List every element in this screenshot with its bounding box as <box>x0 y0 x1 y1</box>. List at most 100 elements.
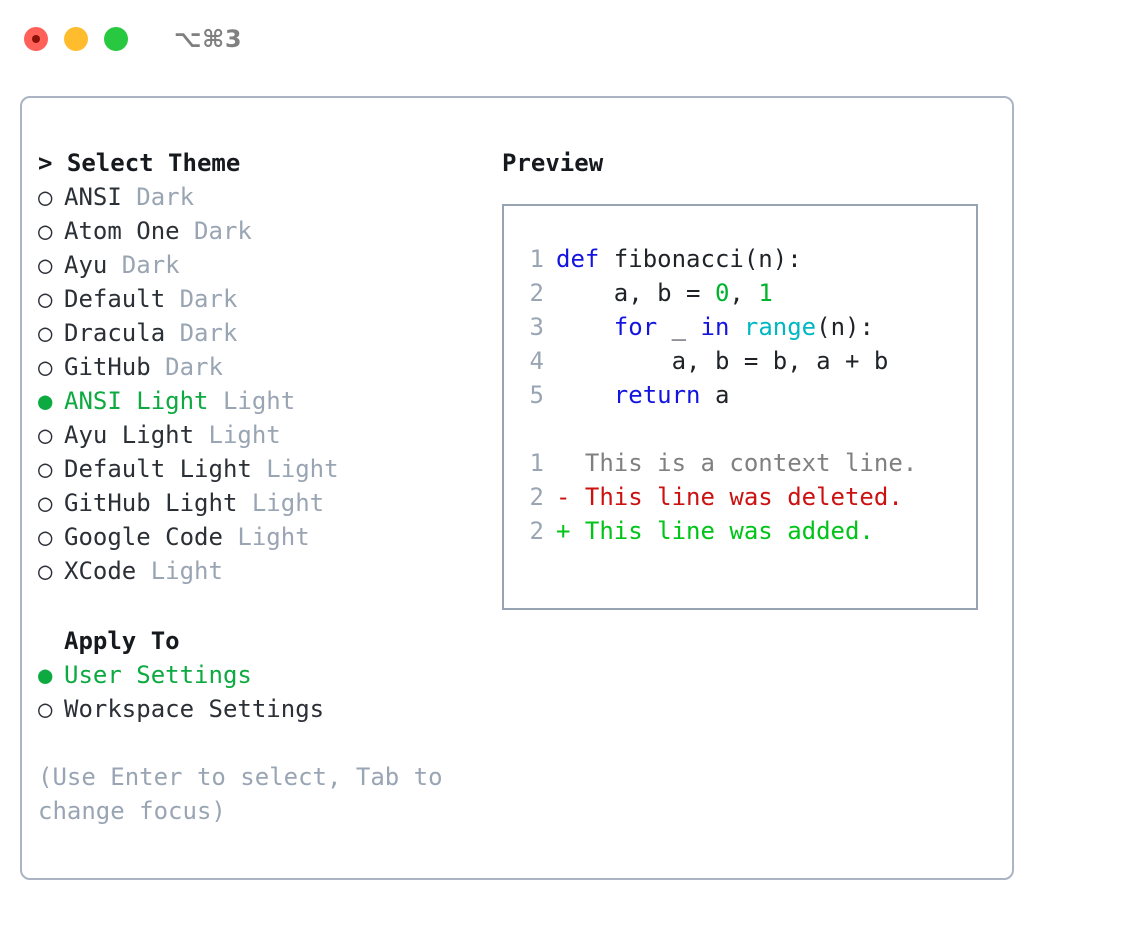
code-token: a <box>700 381 730 409</box>
theme-option-label: Default <box>64 285 166 313</box>
line-number: 2 <box>529 517 544 545</box>
theme-option-label: XCode <box>64 557 137 585</box>
radio-unselected-icon: ○ <box>38 421 53 449</box>
theme-option[interactable]: ○ Atom One Dark <box>38 214 478 248</box>
diff-line: 2 - This line was deleted. <box>504 480 976 514</box>
apply-to-option[interactable]: ●User Settings <box>38 658 478 692</box>
theme-option-label: Dracula <box>64 319 166 347</box>
apply-to-option[interactable]: ○ Workspace Settings <box>38 692 478 726</box>
theme-option[interactable]: ○ Default Dark <box>38 282 478 316</box>
code-token <box>556 313 614 341</box>
diff-line-text: This is a context line. <box>556 449 918 477</box>
diff-line-text: - This line was deleted. <box>556 483 903 511</box>
diff-line: 1 This is a context line. <box>504 446 976 480</box>
line-number: 2 <box>529 483 544 511</box>
radio-unselected-icon: ○ <box>38 695 53 723</box>
theme-option-kind: Dark <box>165 319 238 347</box>
theme-option[interactable]: ○ Dracula Dark <box>38 316 478 350</box>
line-number: 2 <box>529 279 544 307</box>
theme-option-kind: Dark <box>165 285 238 313</box>
radio-unselected-icon: ○ <box>38 183 53 211</box>
theme-option-kind: Dark <box>107 251 180 279</box>
theme-option-kind: Light <box>208 387 296 415</box>
keyboard-hint: (Use Enter to select, Tab to change focu… <box>38 763 443 825</box>
theme-option-label: Default Light <box>64 455 252 483</box>
diff-line-text: + This line was added. <box>556 517 874 545</box>
radio-unselected-icon: ○ <box>38 557 53 585</box>
line-number: 1 <box>529 449 544 477</box>
code-token: def <box>556 245 614 273</box>
theme-option-kind: Dark <box>150 353 223 381</box>
line-number: 4 <box>529 347 544 375</box>
theme-option-label: ANSI Light <box>64 387 209 415</box>
close-icon[interactable] <box>24 27 48 51</box>
main-panel: > Select Theme ○ANSI Dark○Atom One Dark○… <box>20 96 1014 880</box>
theme-option-label: GitHub <box>64 353 151 381</box>
theme-option[interactable]: ○ Ayu Light Light <box>38 418 478 452</box>
code-token: range <box>743 313 817 341</box>
preview-title: Preview <box>502 149 604 177</box>
code-line: 1 def fibonacci(n): <box>504 242 976 276</box>
page-title: > Select Theme <box>38 149 241 177</box>
theme-option-kind: Light <box>194 421 281 449</box>
code-token <box>556 381 614 409</box>
theme-option-label: ANSI <box>64 183 122 211</box>
radio-unselected-icon: ○ <box>38 523 53 551</box>
theme-option[interactable]: ○ GitHub Dark <box>38 350 478 384</box>
radio-unselected-icon: ○ <box>38 455 53 483</box>
radio-unselected-icon: ○ <box>38 319 53 347</box>
code-token: 1 <box>758 279 773 307</box>
theme-option-label: Ayu Light <box>64 421 195 449</box>
theme-option-kind: Dark <box>121 183 195 211</box>
code-line: 2 a, b = 0, 1 <box>504 276 976 310</box>
line-number: 3 <box>529 313 544 341</box>
code-token: a, b = <box>556 279 715 307</box>
keyboard-shortcut-label: ⌥⌘3 <box>174 25 243 53</box>
radio-unselected-icon: ○ <box>38 251 53 279</box>
theme-option-kind: Light <box>251 455 339 483</box>
theme-option[interactable]: ● ANSI Light Light <box>38 384 478 418</box>
theme-option-kind: Light <box>222 523 310 551</box>
radio-unselected-icon: ○ <box>38 217 53 245</box>
radio-unselected-icon: ○ <box>38 353 53 381</box>
theme-list[interactable]: ○ ANSI Dark ○ Atom One Dark ○ Ayu Dark ○ Defaul… <box>38 180 478 588</box>
window-controls <box>24 27 128 51</box>
theme-option-kind: Dark <box>179 217 252 245</box>
radio-unselected-icon: ○ <box>38 285 53 313</box>
diff-line: 2 + This line was added. <box>504 514 976 548</box>
apply-to-list[interactable]: ●User Settings ○ Workspace Settings <box>38 658 478 726</box>
theme-option[interactable]: ○ GitHub Light Light <box>38 486 478 520</box>
code-token: fibonacci(n): <box>613 245 802 273</box>
theme-option[interactable]: ○ Google Code Light <box>38 520 478 554</box>
maximize-icon[interactable] <box>104 27 128 51</box>
code-token <box>729 313 743 341</box>
code-line: 5 return a <box>504 378 976 412</box>
theme-option[interactable]: ○ Ayu Dark <box>38 248 478 282</box>
theme-option-label: Atom One <box>64 217 180 245</box>
code-token: , <box>729 279 759 307</box>
code-token: a, b = b, a + b <box>556 347 889 375</box>
theme-option[interactable]: ○XCode Light <box>38 554 478 588</box>
apply-to-option-label: Workspace Settings <box>64 695 325 723</box>
code-line: 4 a, b = b, a + b <box>504 344 976 378</box>
theme-option-kind: Light <box>237 489 325 517</box>
line-number: 1 <box>529 245 544 273</box>
radio-unselected-icon: ○ <box>38 489 53 517</box>
code-line: 3 for _ in range(n): <box>504 310 976 344</box>
theme-option[interactable]: ○ ANSI Dark <box>38 180 478 214</box>
theme-option-label: Ayu <box>64 251 108 279</box>
code-token: in <box>700 313 730 341</box>
radio-selected-icon: ● <box>38 387 53 415</box>
theme-option[interactable]: ○ Default Light Light <box>38 452 478 486</box>
theme-option-label: GitHub Light <box>64 489 238 517</box>
minimize-icon[interactable] <box>64 27 88 51</box>
line-number: 5 <box>529 381 544 409</box>
code-token: return <box>613 381 701 409</box>
theme-option-label: Google Code <box>64 523 223 551</box>
diff-sample: 1 This is a context line. 2 - This line wa… <box>504 446 976 548</box>
code-token: (n): <box>816 313 874 341</box>
